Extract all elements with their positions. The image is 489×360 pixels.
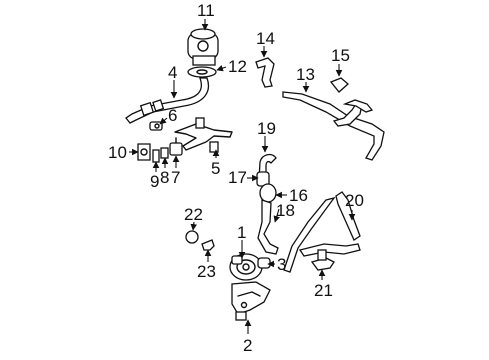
callout-16[interactable]: 16 [289,186,308,205]
callout-7[interactable]: 7 [171,168,180,187]
callout-1[interactable]: 1 [237,223,246,242]
hose-15[interactable] [329,77,349,93]
clip-23[interactable] [201,239,215,251]
callout-19[interactable]: 19 [257,119,276,138]
nut-8[interactable] [160,147,169,159]
callout-4[interactable]: 4 [168,63,177,82]
hose-20[interactable] [283,191,361,273]
callout-3[interactable]: 3 [277,255,286,274]
bolt-9[interactable] [152,149,160,163]
callout-21[interactable]: 21 [314,281,333,300]
callout-18[interactable]: 18 [276,201,295,220]
callout-11[interactable]: 11 [197,1,215,20]
leader-18 [273,208,280,223]
callout-9[interactable]: 9 [150,172,159,191]
callout-10[interactable]: 10 [108,143,127,162]
clamp-10[interactable] [137,143,151,161]
leader-22 [190,221,198,231]
bracket-5[interactable] [174,117,233,153]
hose-18[interactable] [257,199,279,255]
leader-6 [159,117,168,125]
air-valve-11[interactable] [187,28,219,66]
gasket-12[interactable] [187,66,217,78]
callout-8[interactable]: 8 [160,168,169,187]
leader-lines [129,19,356,334]
callout-2[interactable]: 2 [243,336,252,355]
pump-outlet-3[interactable] [257,257,271,269]
callout-labels: 11 14 15 13 12 4 6 10 9 8 7 5 19 17 16 1… [108,1,364,355]
callout-12[interactable]: 12 [228,57,247,76]
callout-22[interactable]: 22 [184,205,203,224]
sensor-7[interactable] [169,137,183,156]
cap-22[interactable] [185,230,199,244]
callout-15[interactable]: 15 [331,46,350,65]
hose-14[interactable] [255,57,275,88]
callout-14[interactable]: 14 [256,29,275,48]
callout-6[interactable]: 6 [168,106,177,125]
mount-bracket-2[interactable] [231,281,271,321]
check-valve-16[interactable] [259,183,277,203]
hose-13[interactable] [282,91,385,161]
bracket-21[interactable] [310,249,335,271]
callout-20[interactable]: 20 [345,191,364,210]
air-pipe-4[interactable] [125,77,209,124]
callout-23[interactable]: 23 [197,262,216,281]
leader-12 [216,64,227,72]
fitting-6[interactable] [149,121,163,131]
air-pump-1[interactable] [229,253,263,281]
callout-5[interactable]: 5 [211,159,220,178]
callout-17[interactable]: 17 [228,168,247,187]
callout-13[interactable]: 13 [296,65,315,84]
